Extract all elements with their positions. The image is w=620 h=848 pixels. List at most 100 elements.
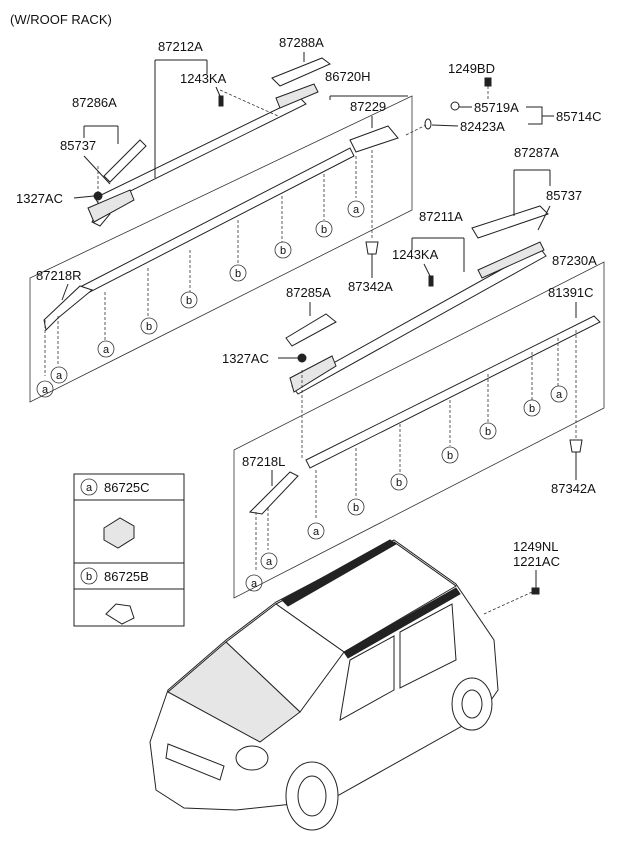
label-1243KA-top: 1243KA	[180, 71, 227, 86]
label-1249NL: 1249NL	[513, 539, 559, 554]
bolt-set-85714C	[405, 77, 492, 136]
leader-87211A	[411, 237, 465, 272]
vehicle-grille	[165, 743, 225, 781]
label-1221AC: 1221AC	[513, 554, 560, 569]
vehicle-roof-rail-left	[281, 539, 397, 607]
callout-circles: a a a b b b b b a a a a b b b b b a	[36, 200, 568, 592]
callout-b: b	[180, 291, 198, 309]
label-82423A: 82423A	[460, 119, 505, 134]
label-87342A-top: 87342A	[348, 279, 393, 294]
screw-1243KA-top	[218, 95, 224, 107]
legend-frame	[73, 473, 185, 627]
callout-b: b	[523, 399, 541, 417]
callout-a: a	[550, 385, 568, 403]
bolt-line	[219, 89, 279, 117]
svg-text:b: b	[447, 450, 453, 462]
legend-a-circle	[80, 478, 98, 496]
fastener-87342A-bottom	[569, 439, 583, 453]
svg-text:a: a	[556, 389, 563, 401]
label-87229: 87229	[350, 99, 386, 114]
leader-85737-left	[83, 155, 111, 185]
rear-bracket-upper	[275, 83, 319, 109]
leader-87212A	[154, 59, 208, 178]
end-piece-87218R	[43, 285, 94, 332]
label-86720H: 86720H	[325, 69, 371, 84]
screw-1243KA-mid	[428, 275, 434, 287]
label-85719A: 85719A	[474, 100, 519, 115]
vehicle-side-window-rear	[399, 603, 457, 689]
washer-85719A	[450, 101, 460, 111]
legend-a-part: 86725C	[104, 480, 150, 495]
leader-87287A	[513, 169, 551, 216]
leader-1327AC-top	[73, 195, 95, 199]
svg-text:a: a	[266, 556, 273, 568]
svg-text:b: b	[280, 245, 286, 257]
callout-b: b	[274, 241, 292, 259]
svg-text:b: b	[396, 477, 402, 489]
svg-text:b: b	[485, 426, 491, 438]
legend-a-letter: a	[86, 482, 93, 494]
label-87218R: 87218R	[36, 268, 82, 283]
callout-b: b	[441, 446, 459, 464]
label-1327AC-mid: 1327AC	[222, 351, 269, 366]
callout-b: b	[390, 473, 408, 491]
leader-1243KA-mid	[423, 263, 431, 277]
leader-82423A	[431, 124, 459, 127]
label-85737-right: 85737	[546, 188, 582, 203]
leader-1243KA-top	[215, 86, 221, 97]
bolt-1249BD	[484, 77, 492, 87]
svg-text:a: a	[251, 578, 258, 590]
front-bracket-upper	[87, 189, 135, 223]
callout-a: a	[347, 200, 365, 218]
nut-1327AC-mid	[297, 353, 307, 363]
upper-assembly-panel	[29, 57, 413, 403]
label-1243KA-mid: 1243KA	[392, 247, 439, 262]
leader-86720H	[329, 95, 408, 100]
callout-a: a	[50, 366, 68, 384]
vehicle-side-window-front	[339, 635, 395, 721]
svg-text:b: b	[235, 268, 241, 280]
callout-a: a	[97, 340, 115, 358]
label-87230A: 87230A	[552, 253, 597, 268]
callout-b: b	[479, 422, 497, 440]
label-85737-left: 85737	[60, 138, 96, 153]
lower-panel-outline	[233, 261, 605, 599]
vehicle-headlight	[235, 745, 269, 771]
cover-87287A	[471, 205, 549, 239]
label-81391C: 81391C	[548, 285, 594, 300]
svg-text:a: a	[353, 204, 360, 216]
svg-text:a: a	[42, 384, 49, 396]
label-1249BD: 1249BD	[448, 61, 495, 76]
clip-legend: a 86725C b 86725B	[73, 473, 185, 627]
label-87286A: 87286A	[72, 95, 117, 110]
legend-b-part: 86725B	[104, 569, 149, 584]
clip-86725C-drawing	[103, 517, 135, 549]
svg-text:a: a	[313, 526, 320, 538]
nut-1327AC-top	[93, 191, 103, 201]
label-87212A: 87212A	[158, 39, 203, 54]
callout-b: b	[347, 498, 365, 516]
callout-a: a	[36, 380, 54, 398]
callout-b: b	[140, 317, 158, 335]
leader-87218R	[61, 283, 69, 301]
clip-86725B-drawing	[105, 603, 135, 625]
callout-b: b	[229, 264, 247, 282]
label-85714C: 85714C	[556, 109, 602, 124]
legend-b-circle	[80, 567, 98, 585]
label-87211A: 87211A	[419, 209, 463, 224]
callout-b: b	[315, 220, 333, 238]
label-87218L: 87218L	[242, 454, 285, 469]
cover-87288A	[271, 57, 331, 87]
bolt-line	[483, 591, 533, 615]
callout-a: a	[245, 574, 263, 592]
svg-text:b: b	[186, 295, 192, 307]
cover-87285A	[285, 313, 337, 347]
part-labels: 87212A 87288A 1243KA 86720H 87286A 85737…	[16, 35, 602, 615]
cover-87286A	[103, 139, 147, 183]
svg-text:b: b	[146, 321, 152, 333]
leader-85714C	[526, 106, 554, 125]
diagram-title: (W/ROOF RACK)	[10, 12, 112, 27]
side-molding-87230A	[305, 315, 601, 469]
vehicle-hood	[167, 641, 301, 743]
